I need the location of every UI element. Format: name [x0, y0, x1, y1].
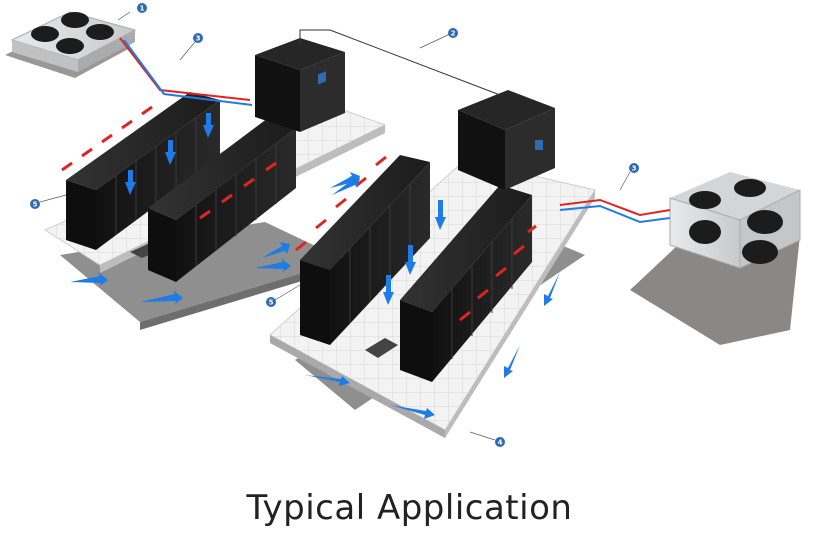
callout-badge: 3	[193, 33, 203, 43]
callout-badge: 4	[495, 437, 505, 447]
svg-text:3: 3	[632, 165, 637, 173]
left-room	[43, 92, 387, 330]
server-rack-row-right-a	[300, 155, 430, 345]
vent-grate-icon	[365, 338, 398, 358]
server-rack-row-left-b	[148, 118, 296, 282]
svg-text:1: 1	[140, 5, 145, 13]
server-rack-row-left-a	[66, 92, 220, 250]
cooling-unit-left	[255, 38, 345, 132]
svg-text:5: 5	[269, 299, 274, 307]
svg-text:4: 4	[498, 439, 503, 447]
server-rack-row-right-b	[400, 185, 532, 382]
cooling-unit-right	[458, 90, 555, 190]
hot-air-arrows-left	[61, 105, 277, 220]
callout-badge: 3	[629, 163, 639, 173]
floor-airflow-arrows-left	[70, 172, 360, 304]
control-line	[299, 29, 501, 96]
svg-text:2: 2	[451, 30, 456, 38]
right-room	[262, 155, 596, 438]
caption: Typical Application	[246, 488, 573, 528]
refrigerant-pipes	[119, 37, 671, 224]
cold-air-arrows-left	[125, 113, 214, 195]
hot-air-arrows-right	[295, 155, 537, 322]
condenser-icon	[630, 172, 801, 345]
callout-badge: 5	[30, 199, 40, 209]
callout-badge: 5	[266, 297, 276, 307]
svg-text:5: 5	[33, 201, 38, 209]
cold-air-arrows-right	[383, 200, 446, 305]
floor-airflow-arrows-right	[262, 176, 560, 419]
callout-badge: 1	[137, 3, 147, 13]
callouts	[39, 11, 631, 441]
svg-text:3: 3	[196, 35, 201, 43]
condenser-icon	[5, 11, 137, 78]
callout-badge: 2	[448, 28, 458, 38]
